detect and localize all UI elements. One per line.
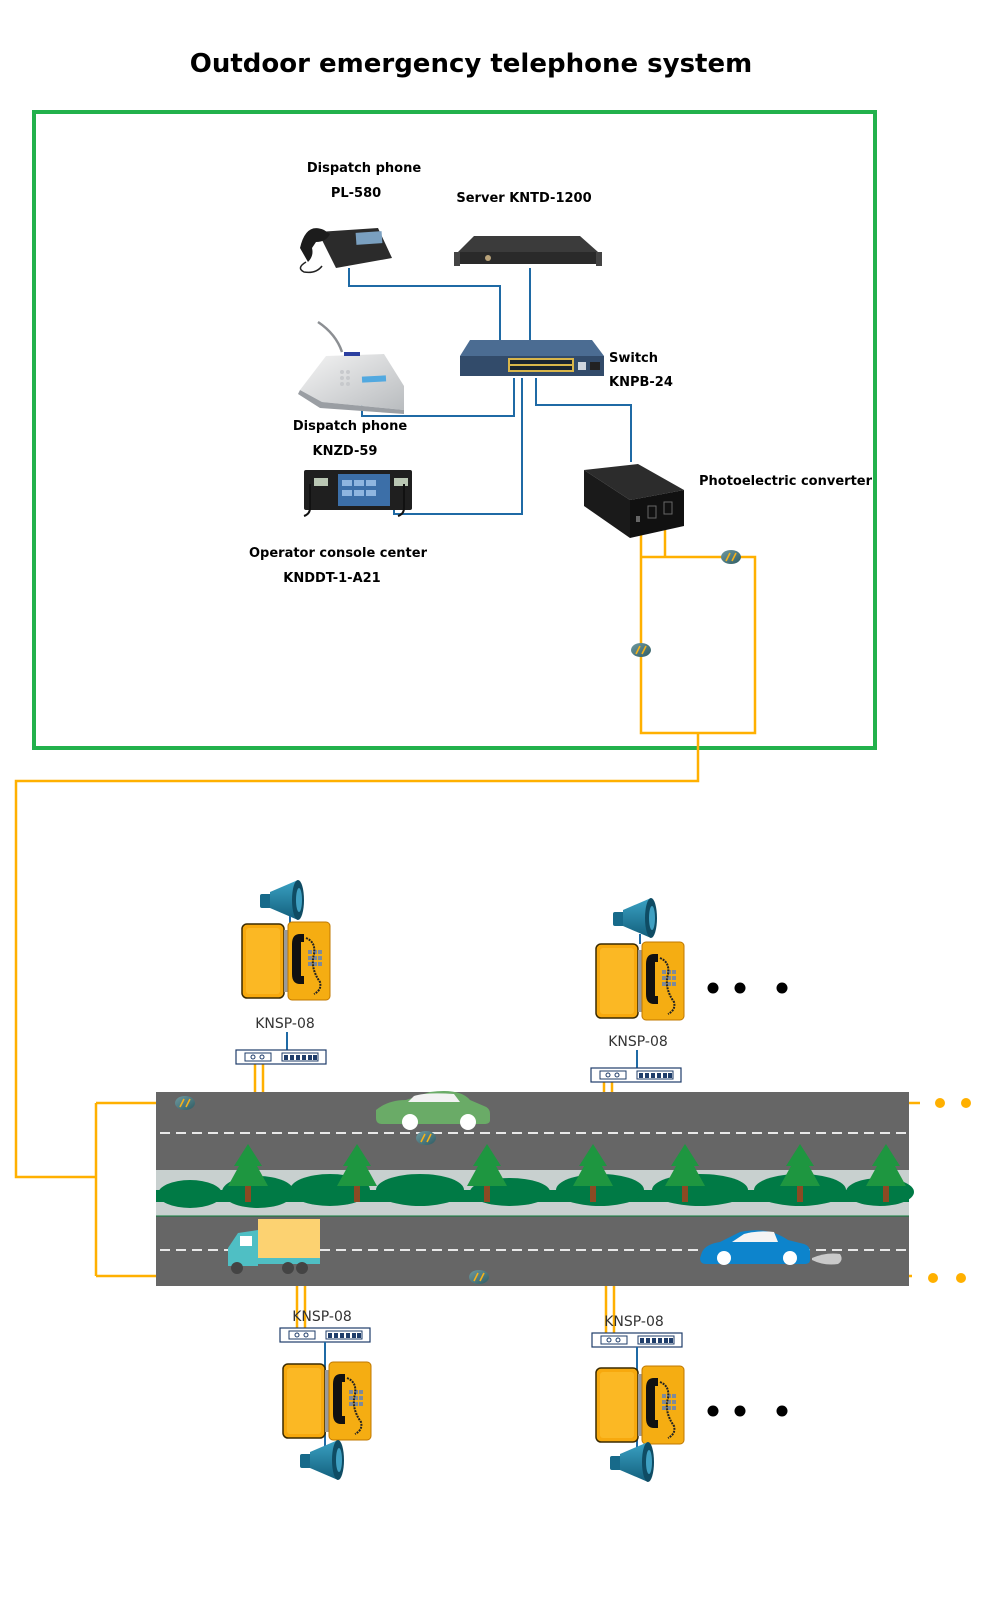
- terminal-box-icon: [279, 1327, 371, 1343]
- device-switch[interactable]: Switch KNPB-24: [460, 340, 673, 390]
- terminal-box-icon: [591, 1332, 683, 1348]
- fiber-splice-icon: [415, 1130, 437, 1146]
- horn-speaker-icon: [260, 880, 304, 920]
- link-console-switch: [393, 378, 523, 515]
- ellipsis-icon: [707, 982, 788, 994]
- fiber-splice-icon: [720, 549, 742, 565]
- blue-car-icon: [700, 1230, 842, 1265]
- device-pl580[interactable]: Dispatch phone PL-580: [299, 161, 422, 274]
- device-model: KNPB-24: [609, 375, 673, 390]
- horn-speaker-icon: [610, 1442, 654, 1482]
- device-model: PL-580: [331, 186, 381, 201]
- truck-icon: [228, 1219, 320, 1274]
- device-name: Dispatch phone: [307, 161, 422, 176]
- road-scene: [156, 1091, 914, 1286]
- fiber-splice-icon: [468, 1269, 490, 1285]
- device-name: Operator console center: [249, 546, 428, 561]
- desktop-intercom-icon: [298, 320, 404, 414]
- device-server[interactable]: Server KNTD-1200: [454, 191, 602, 266]
- terminal-knsp08-2[interactable]: KNSP-08: [590, 898, 788, 1083]
- horn-speaker-icon: [613, 898, 657, 938]
- emergency-phone-icon: [595, 941, 685, 1021]
- device-model: KNDDT-1-A21: [283, 571, 380, 586]
- media-converter-icon: [584, 464, 684, 538]
- terminal-box-icon: [235, 1049, 327, 1065]
- device-name: Switch: [609, 351, 658, 366]
- terminal-model: KNSP-08: [604, 1314, 664, 1330]
- device-converter[interactable]: Photoelectric converter: [584, 464, 873, 538]
- rack-server-icon: [454, 236, 602, 266]
- desk-ip-phone-icon: [299, 228, 392, 274]
- horn-speaker-icon: [300, 1440, 344, 1480]
- fiber-splice-icon: [174, 1095, 196, 1111]
- terminal-model: KNSP-08: [292, 1309, 352, 1325]
- terminal-knsp08-1[interactable]: KNSP-08: [235, 880, 331, 1065]
- diagram-title: Outdoor emergency telephone system: [190, 49, 752, 79]
- device-name: Server KNTD-1200: [456, 191, 591, 206]
- link-pl580-switch: [348, 268, 501, 342]
- device-console[interactable]: Operator console center KNDDT-1-A21: [249, 470, 428, 586]
- dispatch-console-icon: [303, 470, 412, 517]
- terminal-box-icon: [590, 1067, 682, 1083]
- fiber-splice-icon: [630, 642, 652, 658]
- device-model: KNZD-59: [313, 444, 378, 459]
- terminal-knsp08-4[interactable]: KNSP-08: [591, 1314, 788, 1482]
- device-knzd59[interactable]: Dispatch phone KNZD-59: [293, 320, 408, 459]
- emergency-phone-icon: [595, 1365, 685, 1445]
- terminal-knsp08-3[interactable]: KNSP-08: [279, 1309, 372, 1480]
- emergency-phone-icon: [241, 921, 331, 1001]
- terminal-model: KNSP-08: [255, 1016, 315, 1032]
- emergency-phone-icon: [282, 1361, 372, 1441]
- fiber-continuation-dots: [928, 1098, 971, 1283]
- ellipsis-icon: [707, 1405, 788, 1417]
- device-name: Dispatch phone: [293, 419, 408, 434]
- terminal-model: KNSP-08: [608, 1034, 668, 1050]
- network-switch-icon: [460, 340, 604, 376]
- device-name: Photoelectric converter: [699, 474, 873, 489]
- green-car-icon: [376, 1091, 490, 1130]
- control-room-frame: [32, 110, 877, 750]
- link-switch-converter: [535, 378, 632, 462]
